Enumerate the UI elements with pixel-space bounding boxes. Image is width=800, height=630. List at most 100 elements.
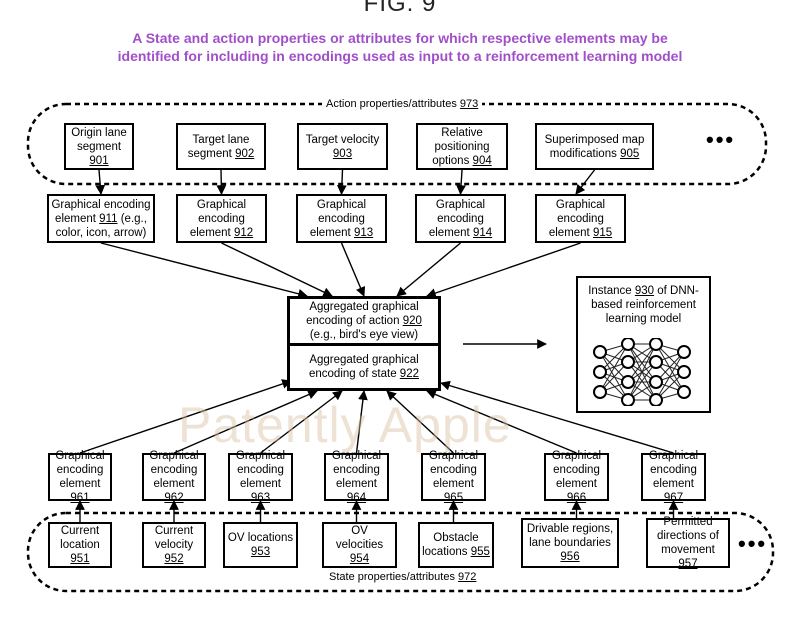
action-prop-ref: 901 [89,154,109,167]
action-group-ref: 973 [459,98,479,110]
action-prop-ref: 902 [235,147,255,160]
arrow-action-prop-to-encoding [456,169,466,195]
action-prop-text: Target velocity [305,133,380,146]
action-prop-target-velocity: Target velocity 903 [297,123,388,170]
arrow-encoding-to-aggregated-action [221,242,333,297]
state-prop-text: Permitted directions of movement [656,516,719,556]
arrow-action-prop-to-encoding [216,169,227,195]
state-prop-obstacle-locations: Obstacle locations 955 [418,522,494,568]
state-prop-text: OV locations [227,532,294,544]
nn-connection [655,351,685,401]
state-prop-ref: 956 [560,551,580,563]
state-encoding-966: Graphical encoding element 966 [544,450,609,504]
encoding-text: Graphical encoding element [51,198,151,225]
encoding-ref: 966 [566,492,587,504]
state-prop-ref: 951 [70,553,90,565]
encoding-ref: 914 [472,226,493,239]
state-prop-ref: 957 [678,558,698,570]
state-prop-ref: 953 [250,546,271,558]
action-prop-target-lane: Target lane segment 902 [176,123,266,170]
nn-connection [599,343,629,393]
arrow-encoding-to-aggregated-state [440,380,674,454]
action-encoding-911: Graphical encoding element 911 (e.g., co… [47,194,155,243]
action-group-ellipsis: ••• [706,127,736,152]
nn-node [621,375,635,389]
arrow-encoding-to-aggregated-state [426,389,577,454]
nn-node [649,338,663,351]
arrow-edges [75,169,679,522]
state-encoding-963: Graphical encoding element 963 [228,450,293,504]
encoding-ref: 915 [592,226,613,239]
action-encoding-913: Graphical encoding element 913 [296,194,387,243]
nn-node [677,385,691,399]
encoding-text: Graphical encoding element [548,198,606,239]
neural-network-icon [593,338,691,406]
nn-connection [627,343,657,383]
nn-connection [599,351,629,401]
state-encoding-964: Graphical encoding element 964 [324,450,389,504]
nn-node [677,365,691,379]
model-ref: 930 [634,285,655,297]
arrow-encoding-to-aggregated-action [396,242,461,297]
nn-connection [627,343,657,401]
action-encoding-914: Graphical encoding element 914 [415,194,506,243]
state-encoding-965: Graphical encoding element 965 [421,450,486,504]
state-group-ref: 972 [458,571,477,583]
action-prop-ref: 903 [332,147,353,160]
state-prop-ref: 954 [349,553,370,565]
arrow-action-prop-to-encoding [575,169,596,195]
caption: A State and action properties or attribu… [40,29,760,65]
action-prop-relative-positioning: Relative positioning options 904 [416,123,508,170]
encoding-ref: 967 [663,492,684,504]
state-encoding-967: Graphical encoding element 967 [641,450,706,504]
nn-node [649,393,663,406]
action-prop-text: Target lane segment [187,133,250,160]
state-prop-ref: 952 [164,553,184,565]
model-text: Instance [588,285,632,297]
nn-node [649,355,663,369]
nn-node [621,393,635,406]
arrow-action-prop-to-encoding [336,169,347,195]
encoding-text: Graphical encoding element [551,450,602,490]
state-prop-text: Current location [60,525,100,551]
encoding-ref: 912 [233,226,254,239]
nn-node [593,365,607,379]
nn-connection [655,343,685,393]
encoding-text: Graphical encoding element [55,450,105,490]
arrow-encoding-to-aggregated-state [355,390,368,454]
aggregated-action-note: (e.g., bird's eye view) [309,329,419,341]
aggregated-state-encoding: Aggregated graphical encoding of state 9… [287,343,441,391]
nn-connection [627,361,657,401]
arrow-encoding-to-aggregated-state [173,390,318,454]
encoding-text: Graphical encoding element [149,450,199,490]
action-group-label: Action properties/attributes 973 [322,98,483,110]
arrow-encoding-to-aggregated-action [340,242,366,297]
state-prop-ref: 955 [470,546,490,558]
state-encoding-961: Graphical encoding element 961 [48,450,112,504]
arrow-encoding-to-aggregated-action [100,242,308,299]
nn-node [593,345,607,359]
encoding-ref: 965 [443,492,464,504]
state-prop-text: Drivable regions, lane boundaries [526,523,614,549]
arrow-encoding-to-aggregated-state [260,390,343,454]
encoding-ref: 911 [99,212,118,225]
state-group-outline [26,511,775,593]
encoding-ref: 964 [346,492,367,504]
arrow-encoding-to-aggregated-action [426,242,581,298]
encoding-text: Graphical encoding element [189,198,247,239]
arrow-encoding-to-aggregated-state [386,390,454,454]
state-prop-current-location: Current location 951 [48,522,112,568]
nn-node [677,345,691,359]
state-encoding-962: Graphical encoding element 962 [142,450,206,504]
encoding-ref: 963 [250,492,271,504]
figure-label: FIG. 9 [363,0,437,17]
model-text-post: of DNN-based reinforcement learning mode… [591,285,699,325]
state-prop-permitted-directions: Permitted directions of movement 957 [646,516,730,570]
state-prop-text: Obstacle locations [422,532,479,558]
action-group-outline [26,102,768,186]
nn-node [649,375,663,389]
nn-node [621,338,635,351]
state-prop-current-velocity: Current velocity 952 [142,522,206,568]
action-prop-origin-lane: Origin lane segment 901 [64,123,134,170]
